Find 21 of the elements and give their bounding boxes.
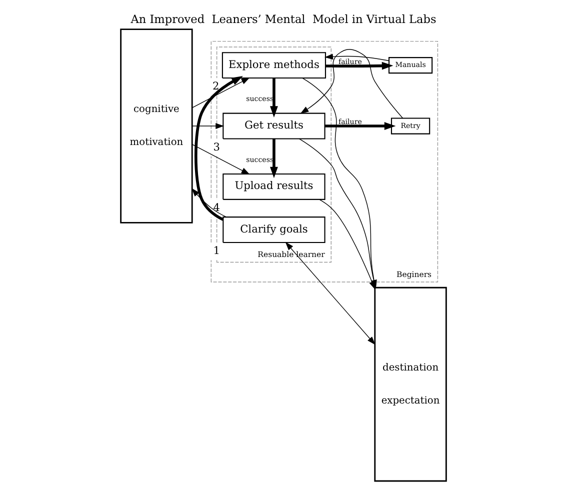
node-box: cognitive motivation — [120, 28, 193, 224]
arrow — [192, 123, 224, 129]
arrow — [318, 199, 376, 290]
node-box: destination expectation — [374, 286, 447, 482]
node-label: 1 — [213, 245, 220, 258]
diagram-title: An Improved Leaners’ Mental Model in Virtual Labs — [130, 12, 436, 26]
node-box: Manuals — [388, 57, 433, 74]
arrow — [270, 78, 278, 118]
arrow — [270, 138, 278, 178]
arrow — [285, 242, 376, 345]
edge-label: failure — [338, 56, 362, 66]
node-box: Retry — [390, 118, 430, 134]
node-label: 2 — [212, 80, 220, 93]
arrow — [192, 144, 250, 174]
arrow — [326, 62, 394, 70]
arrow — [324, 54, 390, 62]
arrow — [324, 122, 396, 130]
edge-label: failure — [338, 116, 362, 126]
node-label: 4 — [213, 202, 220, 214]
node-label: 3 — [213, 141, 220, 154]
arrow — [300, 49, 404, 119]
